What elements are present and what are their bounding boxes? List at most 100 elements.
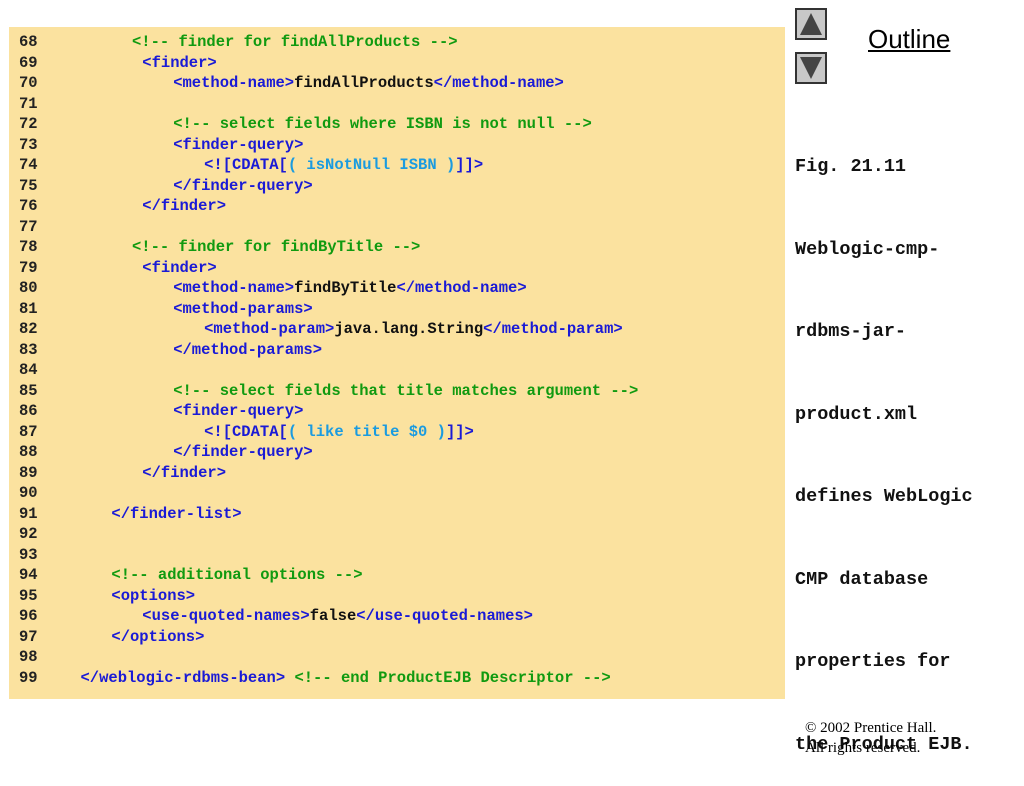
previous-slide-button[interactable]: [795, 8, 827, 40]
line-number: 85: [19, 381, 38, 400]
code-text: <![CDATA[( isNotNull ISBN )]]>: [204, 155, 483, 176]
code-line: 86 <finder-query>: [9, 401, 785, 422]
code-text: </finder>: [142, 196, 226, 217]
code-line: 71: [9, 94, 785, 115]
code-line: 95 <options>: [9, 586, 785, 607]
caption-line: Weblogic-cmp-: [795, 238, 940, 260]
code-text: <!-- select fields that title matches ar…: [173, 381, 638, 402]
code-line: 88 </finder-query>: [9, 442, 785, 463]
outline-link[interactable]: Outline: [868, 24, 951, 54]
figure-caption: Fig. 21.11 Weblogic-cmp- rdbms-jar- prod…: [795, 98, 1020, 786]
code-value: java.lang.String: [334, 320, 484, 338]
code-line: 99</weblogic-rdbms-bean> <!-- end Produc…: [9, 668, 785, 689]
line-number: 81: [19, 299, 38, 318]
code-tag: <finder>: [142, 53, 217, 72]
triangle-down-icon: [800, 57, 822, 79]
code-tag: </method-params>: [173, 340, 323, 359]
caption-line: properties for: [795, 651, 951, 672]
line-number: 89: [19, 463, 38, 482]
code-tag: </finder-list>: [111, 504, 242, 523]
code-tag: <use-quoted-names>: [142, 607, 310, 625]
code-line: 77: [9, 217, 785, 238]
code-text: </method-params>: [173, 340, 322, 361]
code-tag: <method-params>: [173, 299, 313, 318]
code-line: 92: [9, 524, 785, 545]
caption-line: rdbms-jar-: [795, 321, 907, 342]
code-tag: <finder-query>: [173, 402, 304, 420]
line-number: 68: [19, 33, 38, 51]
rights-text: All rights reserved.: [805, 740, 921, 756]
code-text: </weblogic-rdbms-bean> <!-- end ProductE…: [81, 668, 611, 689]
caption-line: CMP database: [795, 568, 929, 590]
line-number: 88: [19, 443, 38, 461]
code-line: 80<method-name>findByTitle</method-name>: [9, 278, 785, 299]
code-text: <finder>: [142, 258, 216, 279]
code-text: <method-params>: [173, 299, 313, 320]
code-line: 89</finder>: [9, 463, 785, 484]
line-number: 71: [19, 94, 38, 113]
code-cdata: ( like title $0 ): [287, 422, 446, 441]
copyright-footer: © 2002 Prentice Hall. All rights reserve…: [805, 718, 936, 758]
code-tag: </finder-query>: [173, 443, 313, 461]
line-number: 86: [19, 402, 38, 420]
code-text: <options>: [111, 586, 195, 607]
line-number: 94: [19, 566, 38, 584]
line-number: 78: [19, 238, 38, 256]
line-number: 77: [19, 217, 38, 236]
code-line: 81 <method-params>: [9, 299, 785, 320]
code-text: <finder-query>: [173, 135, 303, 156]
code-line: 73<finder-query>: [9, 135, 785, 156]
code-line: 75</finder-query>: [9, 176, 785, 197]
code-tag: ]]>: [445, 422, 474, 441]
code-text: <finder>: [142, 53, 216, 74]
line-number: 92: [19, 525, 38, 543]
code-listing-panel: 68<!-- finder for findAllProducts -->69<…: [9, 27, 785, 699]
code-cdata: ( isNotNull ISBN ): [287, 156, 456, 174]
code-line: 74 <![CDATA[( isNotNull ISBN )]]>: [9, 155, 785, 176]
code-text: </finder-query>: [173, 442, 313, 463]
code-line: 90: [9, 483, 785, 504]
code-tag: <![CDATA[: [204, 422, 288, 441]
code-text: <!-- finder for findByTitle -->: [132, 237, 420, 258]
line-number: 93: [19, 545, 38, 564]
caption-line: product.xml: [795, 403, 918, 425]
code-text: <method-name>findAllProducts</method-nam…: [173, 73, 564, 94]
code-line: 98: [9, 647, 785, 668]
line-number: 82: [19, 320, 38, 338]
code-tag: <options>: [111, 586, 196, 605]
code-line: 78 <!-- finder for findByTitle -->: [9, 237, 785, 258]
line-number: 97: [19, 627, 38, 646]
line-number: 74: [19, 156, 38, 174]
code-line: 97 </options>: [9, 627, 785, 648]
next-slide-button[interactable]: [795, 52, 827, 84]
code-tag: </finder>: [142, 197, 227, 215]
code-tag: </method-param>: [483, 320, 623, 338]
code-text: </finder-list>: [111, 504, 241, 525]
code-text: <!-- select fields where ISBN is not nul…: [173, 114, 592, 135]
code-tag: <method-param>: [204, 320, 335, 338]
line-number: 98: [19, 648, 38, 666]
caption-line: defines WebLogic: [795, 486, 973, 507]
code-line: 83</method-params>: [9, 340, 785, 361]
code-tag: </use-quoted-names>: [356, 607, 533, 625]
code-value: findByTitle: [294, 279, 397, 297]
code-text: </options>: [111, 627, 204, 648]
code-line: 68<!-- finder for findAllProducts -->: [9, 32, 785, 53]
line-number: 96: [19, 607, 38, 625]
code-line: 85 <!-- select fields that title matches …: [9, 381, 785, 402]
code-tag: </weblogic-rdbms-bean>: [80, 668, 286, 687]
copyright-text: © 2002 Prentice Hall.: [805, 720, 937, 736]
caption-line: Fig. 21.11: [795, 156, 907, 177]
code-line: 84: [9, 360, 785, 381]
code-comment: <!-- select fields that title matches ar…: [173, 381, 639, 400]
triangle-up-icon: [800, 13, 822, 35]
line-number: 80: [19, 279, 38, 297]
line-number: 84: [19, 361, 38, 379]
line-number: 75: [19, 176, 38, 195]
line-number: 76: [19, 197, 38, 215]
code-tag: <method-name>: [173, 279, 295, 297]
code-line: 94<!-- additional options -->: [9, 565, 785, 586]
line-number: 95: [19, 586, 38, 605]
line-number: 72: [19, 115, 38, 133]
code-tag: </options>: [111, 627, 205, 646]
